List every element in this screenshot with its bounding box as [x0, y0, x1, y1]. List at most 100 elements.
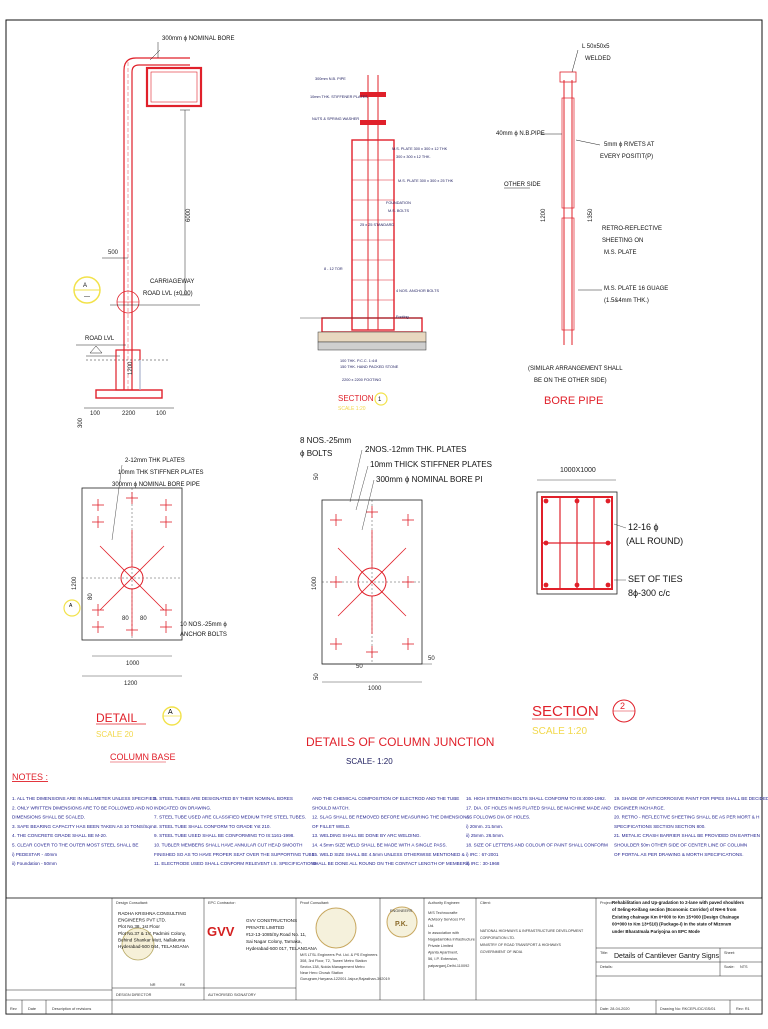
rev-val: Rev: R1 [736, 1007, 750, 1011]
engineers-stamp [386, 906, 418, 938]
stamp-letters: P.K. [395, 921, 408, 928]
client-lines-line: GOVERNMENT OF INDIA [480, 950, 523, 954]
s1-label-8: FOUNDATION [386, 201, 411, 205]
section-1-number: 1 [378, 397, 382, 403]
client-lines-line: NATIONAL HIGHWAYS & INFRASTRUCTURE DEVEL… [480, 929, 584, 933]
notes-col5-line: 19. SHADE OF ANTICORROSIVE PAINT FOR PIP… [614, 796, 768, 801]
client-lines-line: MINISTRY OF ROAD TRANSPORT & HIGHWAYS [480, 943, 562, 947]
notes-col5-line: SHOULDER 50m OTHER SIDE OF CENTER LINE O… [614, 843, 747, 848]
marker-a-sub: — [84, 294, 90, 300]
rivets-label-2: EVERY POSITIT(P) [600, 154, 653, 160]
detail-a-label-0: 2-12mm THK PLATES [125, 458, 185, 464]
project-lines-line: under Bharatmala Pariyojna on EPC Mode [612, 929, 700, 934]
sig-mark-1: NR [150, 983, 156, 987]
notes-col1-line: 2. ONLY WRITTEN DIMENSIONS ARE TO BE FOL… [12, 805, 153, 810]
plate-label-2: (1.5&4mm THK.) [604, 298, 649, 304]
notes-col3-line: 14. 4.5mm SIZE WELD SHALL BE MADE WITH A… [312, 843, 447, 848]
notes-col4-line: 16. HIGH STRENGTH BOLTS SHALL CONFORM TO… [466, 796, 606, 801]
bore-label: 300mm ϕ NOMINAL BORE [162, 36, 235, 42]
angle-label: L 50x50x5 [582, 44, 610, 50]
authority-lines-line: Nagadambika Infrastructure [428, 937, 475, 941]
notes-col5-line: 20. RETRO - REFLECTIVE SHEETING SHALL BE… [614, 815, 759, 820]
detail-a-dim-inner: 80 [122, 616, 129, 622]
s1-label-7: 25 x 25 STANDARD [360, 223, 394, 227]
pipe-label: 40mm ϕ N.B.PIPE [496, 131, 545, 137]
retro-label-2: SHEETING ON [602, 238, 643, 244]
column-base-title: COLUMN BASE [110, 752, 176, 762]
client-lines-line: CORPORATION LTD. [480, 936, 515, 940]
design-consultant-hdr: Design Consultant: [116, 901, 148, 905]
notes-col3-line: OF FILLET WELD. [312, 824, 350, 829]
sign-board [145, 66, 203, 108]
s1-label-1: 10mm THK. STIFFENER PLATES [310, 95, 368, 99]
section-2-number: 2 [620, 701, 625, 711]
base-dim-left: 100 [90, 411, 101, 417]
rev-col-rev: Rev [10, 1007, 17, 1011]
detail-a-scale: SCALE 20 [96, 730, 134, 739]
notes-col2-line: 9. STEEL TUBE USED SHALL BE CONFORMING T… [154, 833, 295, 838]
detail-a-label-1: 10mm THK STIFFNER PLATES [118, 470, 203, 476]
notes-col2-line: 11. ELECTRODE USED SHALL CONFORM RELEVEN… [154, 861, 317, 866]
notes-col-3: AND THE CHEMICAL COMPOSITION OF ELECTROD… [312, 796, 470, 866]
project-lines-line: Existing chainage Km 0+000 to Km 15+000 … [612, 914, 740, 919]
depth-dim: 1200 [128, 361, 134, 375]
junction-plates: 2NOS.-12mm THK. PLATES [365, 445, 467, 454]
bore-dim-right: 1350 [588, 208, 594, 222]
authority-lines-line: 56, I.P. Extension, [428, 957, 458, 961]
bars-label-1: 12-16 ϕ [628, 522, 659, 532]
s1-label-11: Footing [396, 315, 409, 319]
column-junction-view: 8 NOS.-25mm ϕ BOLTS 2NOS.-12mm THK. PLAT… [300, 436, 494, 766]
marker-a-letter: A [83, 283, 87, 289]
drawing-title: Details of Cantilever Gantry Signs [614, 953, 720, 960]
road-lvl-label: ROAD LVL [85, 336, 115, 342]
junction-bolts-1: 8 NOS.-25mm [300, 436, 351, 445]
notes-col1-line: 1. ALL THE DIMENSIONS ARE IN MILLIMETER … [12, 796, 157, 801]
junction-dim-top: 50 [314, 473, 320, 480]
proof-lines-line: Near Hero Chowk Station [300, 971, 343, 975]
section-2-title: SECTION [532, 703, 599, 720]
notes-col2-line: 6. STEEL TUBES ARE DESIGNATED BY THEIR N… [154, 796, 293, 801]
junction-dim-bottom-right: 50 [428, 656, 435, 662]
bars-label-2: (ALL ROUND) [626, 536, 683, 546]
client-hdr: Client: [480, 901, 491, 905]
project-lines-line: of Seling-Keifang section (Economic Corr… [612, 907, 737, 912]
proof-hdr: Proof Consultant: [300, 901, 329, 905]
detail-a-dim-side: 1200 [72, 576, 78, 590]
sig-mark-2: RK [180, 983, 186, 987]
column-section [536, 491, 618, 595]
section-2-scale: SCALE 1:20 [532, 726, 587, 737]
epc-lines-line: Sai Nagar Colony, Tarnaka, [246, 939, 302, 944]
bore-dim-left: 1200 [541, 208, 547, 222]
s1-label-5: M.S. PLATE 300 x 300 x 25 THK [398, 179, 454, 183]
rivets-label: 5mm ϕ RIVETS AT [604, 142, 655, 148]
epc-logo: GVV [207, 924, 235, 939]
notes-col3-line: 12. SLAG SHALL BE REMOVED BEFORE MEASURI… [312, 815, 470, 820]
notes-col5-line: 21. METALIC CRASH BARRIER SHALL BE PROVI… [614, 833, 760, 838]
authority-lines-line: Ajanta Apartment, [428, 951, 458, 955]
anchor-label-2: ANCHOR BOLTS [180, 632, 227, 638]
s1-label-3: M.S. PLATE 300 x 300 x 12 THK [392, 147, 448, 151]
base-dim-mid: 2200 [122, 411, 136, 417]
rev-col-desc: Description of revisions [52, 1007, 91, 1011]
notes-col5-line: ENGINEER INCHARGE. [614, 805, 665, 810]
notes-col1-line: ii) Foundation - 50mm [12, 861, 57, 866]
notes-col-2: 6. STEEL TUBES ARE DESIGNATED BY THEIR N… [154, 796, 317, 866]
s1-label-6: 4 NOS. ANCHOR BOLTS [396, 289, 439, 293]
notes-section: NOTES : 1. ALL THE DIMENSIONS ARE IN MIL… [12, 772, 768, 866]
notes-col4-line: 18. SIZE OF LETTERS AND COLOUR OF PAINT … [466, 843, 608, 848]
project-lines-line: Rehabilitation and Up-gradation to 2-lan… [612, 900, 745, 905]
retro-label-3: M.S. PLATE [604, 250, 637, 256]
notes-col1-line: i) PEDESTAR - 40mm [12, 852, 57, 857]
notes-col4-line: AS FOLLOWS DIA OF HOLES. [466, 815, 530, 820]
detail-a-label-2: 300mm ϕ NOMINAL BORE PIPE [112, 482, 200, 488]
drawing-no: Drawing No: RKCEPL/DC/GS/01 [660, 1007, 716, 1011]
proof-lines: M/S LTSL Engineers Pvt. Ltd. & PS Engine… [300, 953, 390, 981]
consultant-lines-line: Behind Shankar Mutt, Nallakunta [118, 937, 186, 942]
detail-a-view: 2-12mm THK PLATES 10mm THK STIFFNER PLAT… [63, 458, 227, 763]
title-block: Design Consultant: RADHA KRISHNA CONSULT… [5, 897, 763, 1015]
pedestal [351, 139, 395, 331]
notes-col5-line: OF PORTAL AS PER DRAWING & MORTH SPECIFI… [614, 852, 744, 857]
notes-col3-line: SHOULD MATCH. [312, 805, 350, 810]
junction-scale: SCALE- 1:20 [346, 757, 393, 766]
consultant-lines-line: Hyderabad-500 044, TELANGANA [118, 944, 190, 949]
